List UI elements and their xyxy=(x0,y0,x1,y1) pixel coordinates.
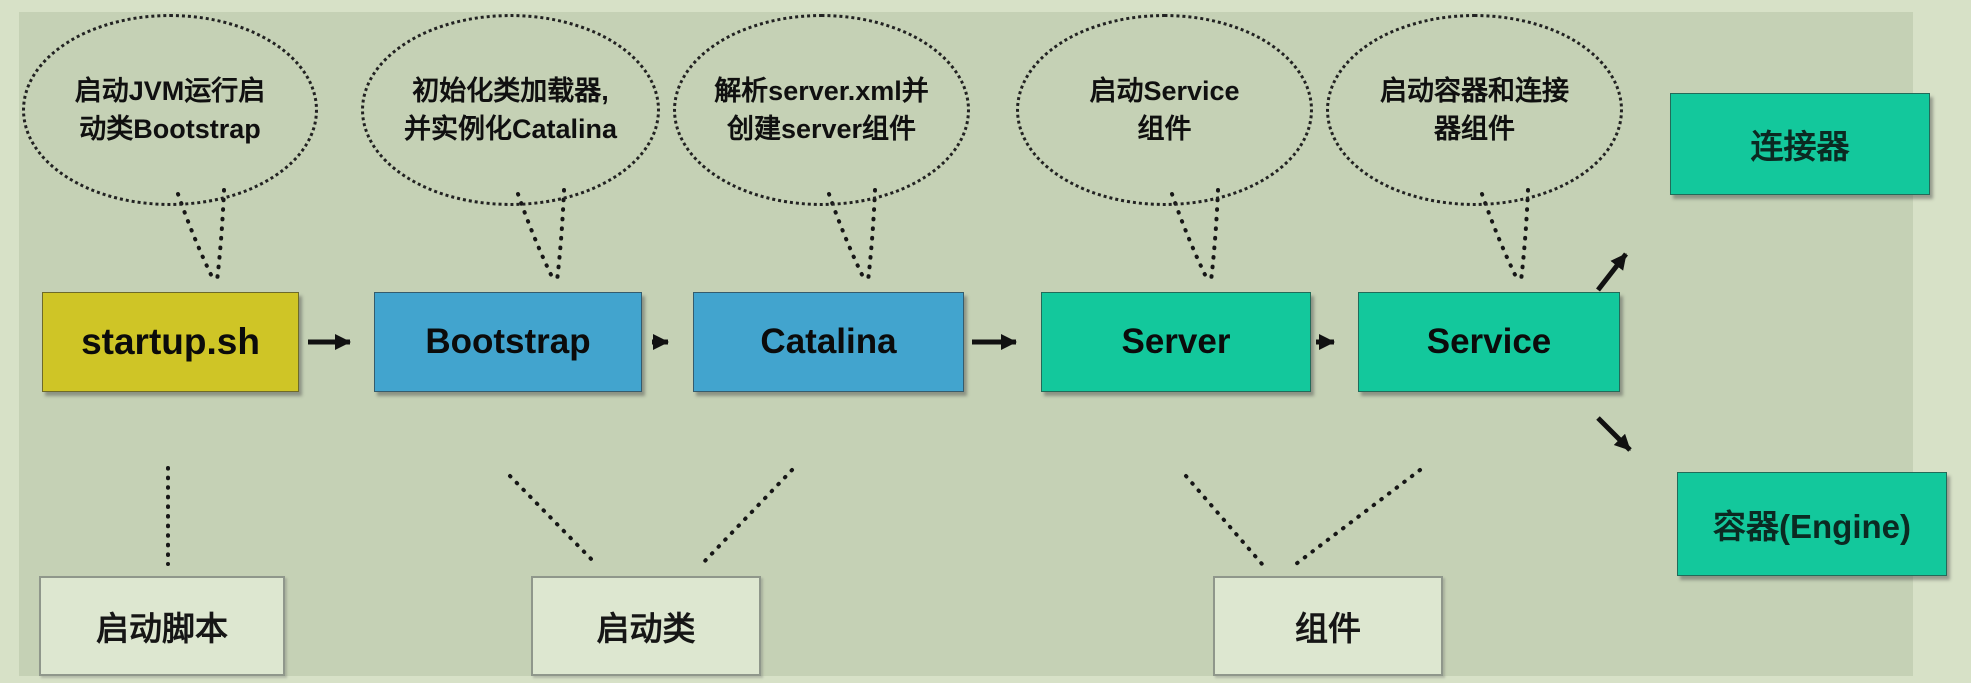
bubble-init-classloader: 初始化类加载器, 并实例化Catalina xyxy=(361,14,660,206)
label-startup-script: 启动脚本 xyxy=(39,576,285,676)
box-catalina: Catalina xyxy=(693,292,964,392)
bubble-text: 启动Service xyxy=(1089,76,1240,106)
box-container-engine: 容器(Engine) xyxy=(1677,472,1947,576)
box-service: Service xyxy=(1358,292,1620,392)
bubble-text: 创建server组件 xyxy=(726,114,917,144)
bubble-start-jvm: 启动JVM运行启 动类Bootstrap xyxy=(22,14,318,206)
bubble-text: 并实例化Catalina xyxy=(403,114,618,144)
bubble-start-container-connector: 启动容器和连接 器组件 xyxy=(1326,14,1623,206)
bubble-text: 启动容器和连接 xyxy=(1380,76,1569,106)
bubble-text: 动类Bootstrap xyxy=(79,114,261,144)
box-server: Server xyxy=(1041,292,1311,392)
bubble-text: 解析server.xml并 xyxy=(714,76,929,106)
box-bootstrap: Bootstrap xyxy=(374,292,642,392)
bubble-text: 启动JVM运行启 xyxy=(74,76,266,106)
bubble-text: 初始化类加载器, xyxy=(412,76,609,106)
bubble-parse-serverxml: 解析server.xml并 创建server组件 xyxy=(673,14,970,206)
label-startup-class: 启动类 xyxy=(531,576,761,676)
label-component: 组件 xyxy=(1213,576,1443,676)
bubble-text: 器组件 xyxy=(1434,114,1515,144)
box-connector: 连接器 xyxy=(1670,93,1930,195)
bubble-text: 组件 xyxy=(1137,114,1192,144)
bubble-start-service: 启动Service 组件 xyxy=(1016,14,1313,206)
box-startup-sh: startup.sh xyxy=(42,292,299,392)
